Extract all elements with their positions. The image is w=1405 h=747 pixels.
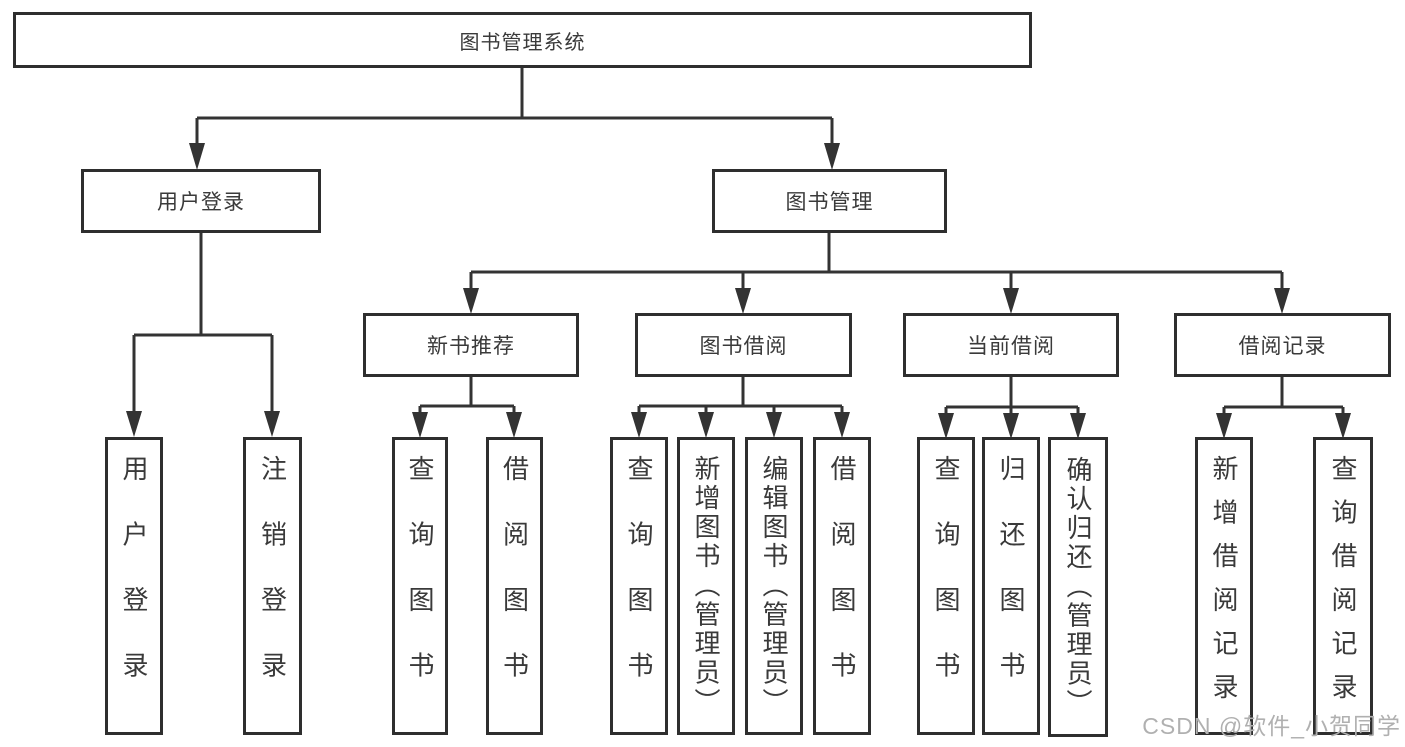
node-label: 新增图书（管理员） [691, 455, 721, 717]
leaf-logout: 注销登录 [243, 437, 302, 735]
leaf-query-books-current: 查询图书 [917, 437, 975, 735]
leaf-confirm-return-admin: 确认归还（管理员） [1048, 437, 1108, 737]
node-label: 注销登录 [257, 455, 288, 717]
node-label: 查询图书 [405, 455, 435, 717]
node-label: 查询图书 [931, 455, 961, 717]
node-label: 用户登录 [119, 455, 149, 717]
node-new-book-recommend: 新书推荐 [363, 313, 579, 377]
node-current-borrowing: 当前借阅 [903, 313, 1119, 377]
node-label: 当前借阅 [967, 335, 1055, 358]
node-label: 图书借阅 [699, 335, 788, 358]
node-label: 新增借阅记录 [1209, 455, 1239, 717]
leaf-return-book: 归还图书 [982, 437, 1040, 735]
leaf-add-borrow-record: 新增借阅记录 [1195, 437, 1253, 735]
node-label: 借阅记录 [1238, 335, 1327, 358]
node-label: 查询借阅记录 [1328, 455, 1358, 717]
csdn-watermark: CSDN @软件_小贺同学 [1142, 713, 1401, 739]
node-borrowing-records: 借阅记录 [1174, 313, 1391, 377]
arrowhead-icons [126, 143, 1351, 439]
node-label: 编辑图书（管理员） [759, 455, 789, 717]
node-label: 确认归还（管理员） [1063, 456, 1093, 718]
node-label: 新书推荐 [427, 335, 515, 358]
leaf-query-books-borrowing: 查询图书 [610, 437, 668, 735]
leaf-edit-book-admin: 编辑图书（管理员） [745, 437, 803, 735]
node-label: 图书管理系统 [459, 31, 586, 54]
node-label: 查询图书 [624, 455, 654, 717]
node-book-borrowing: 图书借阅 [635, 313, 852, 377]
node-book-management: 图书管理 [712, 169, 947, 233]
leaf-borrow-books-borrowing: 借阅图书 [813, 437, 871, 735]
leaf-query-borrow-record: 查询借阅记录 [1313, 437, 1373, 735]
node-label: 用户登录 [157, 191, 245, 214]
node-label: 图书管理 [785, 191, 874, 214]
node-label: 归还图书 [996, 455, 1026, 717]
node-label: 借阅图书 [827, 455, 857, 717]
node-label: 借阅图书 [499, 455, 530, 717]
leaf-user-login: 用户登录 [105, 437, 163, 735]
leaf-add-book-admin: 新增图书（管理员） [677, 437, 735, 735]
leaf-borrow-books-recommend: 借阅图书 [486, 437, 543, 735]
leaf-query-books-recommend: 查询图书 [392, 437, 448, 735]
node-user-login: 用户登录 [81, 169, 321, 233]
node-library-management-system: 图书管理系统 [13, 12, 1032, 68]
